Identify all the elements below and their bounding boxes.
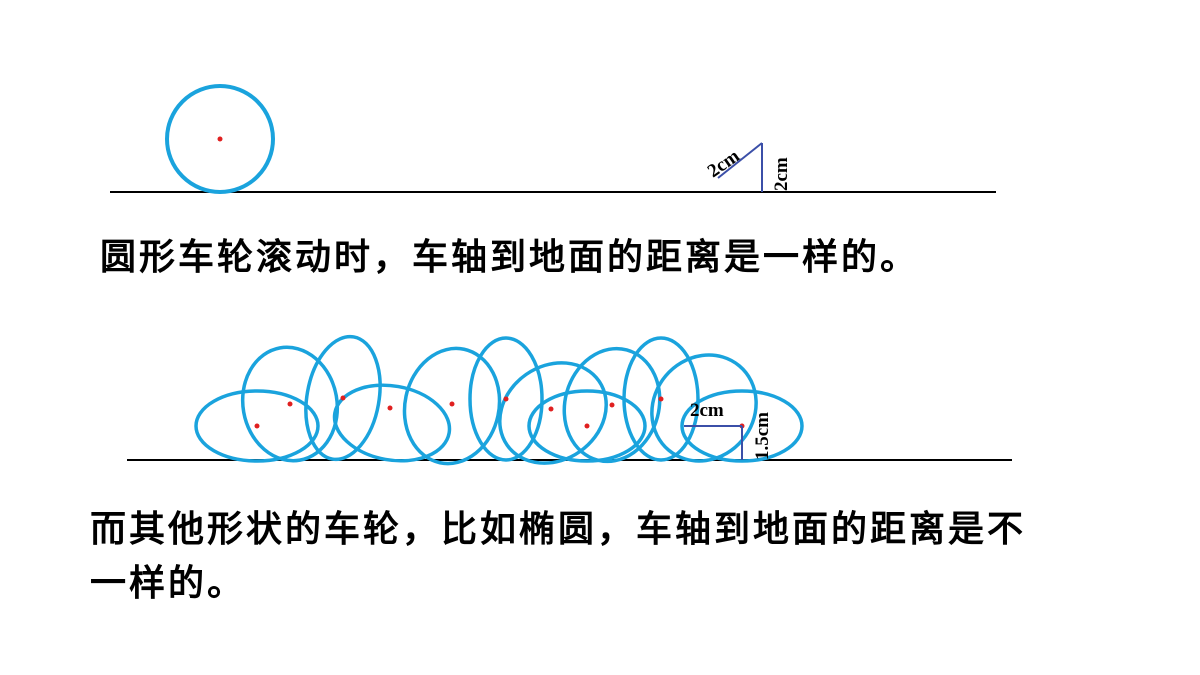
- radius-vertical-label: 2cm: [771, 157, 792, 191]
- ellipse-axle-dot-3: [340, 395, 346, 401]
- ellipse-wheel-12: [680, 389, 804, 463]
- ellipse-axle-dot-5: [449, 401, 455, 407]
- ellipse-caption: 而其他形状的车轮，比如椭圆，车轴到地面的距离是不一样的。: [90, 509, 1027, 604]
- ellipse-wheel-2: [240, 345, 340, 463]
- ellipse-axle-dot-8: [584, 423, 590, 429]
- circle-axle-dot: [217, 136, 223, 142]
- ellipse-axle-dot-1: [254, 423, 260, 429]
- ellipse-wheels: [194, 334, 804, 466]
- ellipse-axle-dot-10: [658, 396, 664, 402]
- ellipse-wheel-8: [527, 389, 647, 463]
- ellipse-wheel-5: [402, 346, 502, 466]
- circle-caption: 圆形车轮滚动时，车轴到地面的距离是一样的。: [100, 237, 920, 278]
- ellipse-axle-dot-7: [548, 406, 554, 412]
- semi-axis-horizontal-label: 2cm: [690, 400, 724, 421]
- ellipse-wheel-9: [562, 346, 662, 464]
- ellipse-wheel-10: [622, 336, 700, 462]
- ellipse-wheel-4: [332, 383, 452, 463]
- radius-slant-line: [717, 142, 763, 179]
- ellipse-axle-dot-6: [503, 396, 509, 402]
- ellipse-axle-dot-9: [609, 402, 615, 408]
- ellipse-wheel-1: [194, 389, 320, 463]
- semi-axis-vertical-label: 1.5cm: [752, 412, 773, 460]
- radius-slant-label: 2cm: [704, 145, 744, 182]
- ellipse-axle-dots: [254, 395, 745, 429]
- ellipse-axle-dot-2: [287, 401, 293, 407]
- ellipse-axle-dot-4: [387, 405, 393, 411]
- ellipse-wheel-6: [468, 336, 544, 462]
- ellipse-wheel-3: [304, 334, 382, 462]
- circle-wheel: [165, 84, 275, 194]
